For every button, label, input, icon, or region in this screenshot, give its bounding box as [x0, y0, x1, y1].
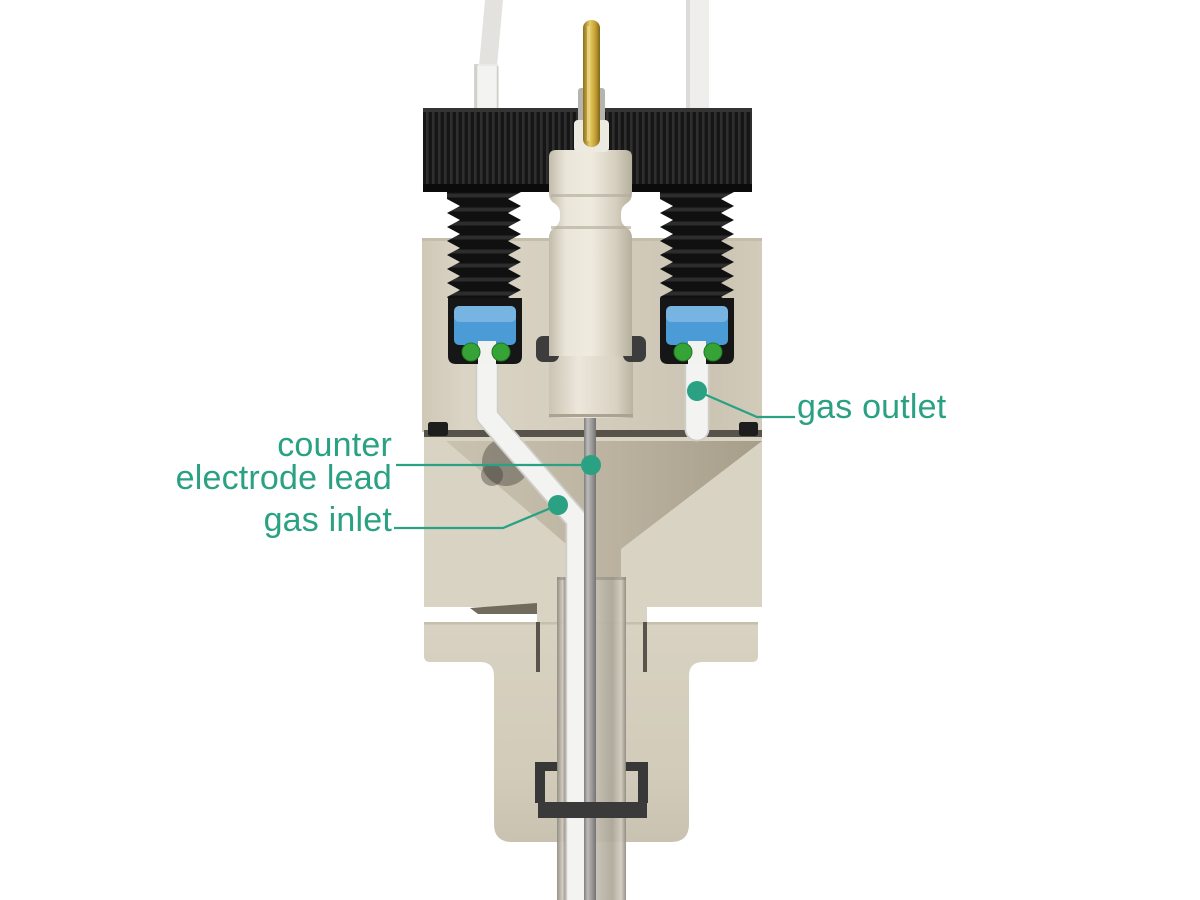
right-vent-slot: [643, 622, 647, 672]
gas-outlet-dot: [687, 381, 707, 401]
right-flange-oring: [739, 422, 758, 436]
label-gas-outlet: gas outlet: [797, 388, 947, 426]
counter-electrode-lead-rod: [584, 414, 596, 900]
right-cable: [686, 0, 709, 112]
annotation-dots: [548, 381, 707, 515]
label-counter-line1: counter: [277, 426, 392, 464]
right-retainer-hook: [625, 762, 648, 803]
gas-inlet-dot: [548, 495, 568, 515]
left-flange-oring: [428, 422, 448, 436]
label-gas-inlet: gas inlet: [263, 501, 392, 539]
gas-outlet-leader-line: [696, 389, 795, 419]
stem-oring-band: [538, 802, 647, 818]
left-green-oring-b: [491, 342, 511, 362]
left-green-oring-a: [461, 342, 481, 362]
gold-pin-contact: [583, 20, 600, 147]
counter-electrode-dot: [581, 455, 601, 475]
right-green-oring-a: [673, 342, 693, 362]
annotation-leaders: [394, 389, 795, 530]
threaded-fittings: [447, 192, 734, 302]
label-counter-electrode-lead: counter electrode lead: [175, 426, 392, 497]
right-green-oring-b: [703, 342, 723, 362]
left-retainer-hook: [535, 762, 558, 803]
left-vent-slot: [536, 622, 540, 672]
left-fitting-threads: [447, 192, 521, 302]
gas-inlet-leader-line: [394, 503, 559, 530]
label-counter-line2: electrode lead: [175, 459, 392, 497]
left-slot-cut: [470, 603, 537, 614]
left-ferrule-assembly: [448, 298, 522, 364]
central-electrode-holder: [536, 20, 646, 418]
right-ferrule-assembly: [660, 298, 734, 364]
